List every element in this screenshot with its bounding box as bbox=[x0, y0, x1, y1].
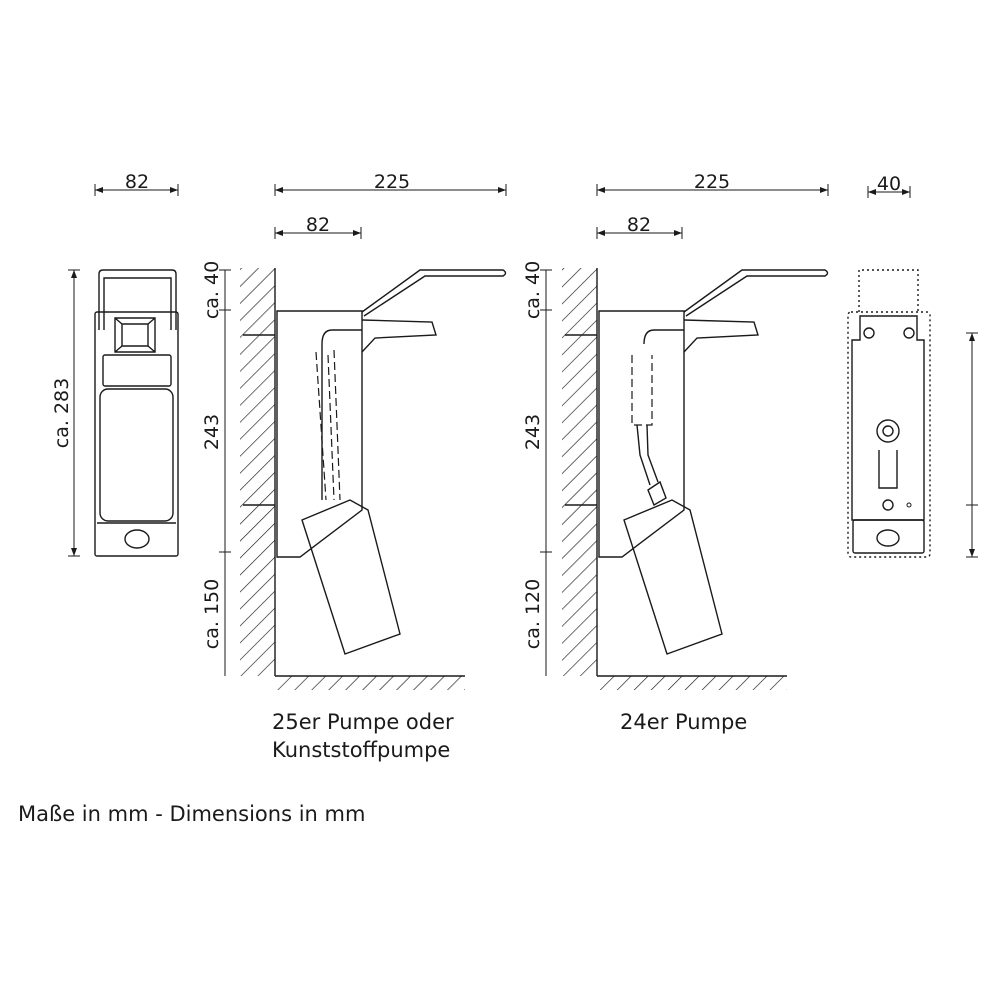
bottom-clearance-label: ca. 150 bbox=[201, 579, 223, 649]
body-width-label: 82 bbox=[627, 214, 651, 236]
top-clearance-label: ca. 40 bbox=[201, 261, 223, 319]
caption-24er: 24er Pumpe bbox=[620, 710, 747, 734]
back-view: 40 bbox=[847, 173, 978, 558]
side-view-24er-pump: 225 82 ca. 40 243 ca. 120 bbox=[522, 171, 829, 690]
body-height-label: 243 bbox=[522, 414, 544, 450]
side-view-25er-pump: 225 82 ca. 40 243 ca. 150 bbox=[201, 171, 507, 690]
caption-25er-line1: 25er Pumpe oder bbox=[272, 710, 454, 734]
front-width-label: 82 bbox=[125, 171, 149, 193]
body-height-label: 243 bbox=[201, 414, 223, 450]
wall-hatch bbox=[240, 268, 275, 676]
body-width-label: 82 bbox=[306, 214, 330, 236]
front-height-label: ca. 283 bbox=[51, 378, 73, 448]
total-width-label: 225 bbox=[374, 171, 410, 193]
depth-label: 40 bbox=[877, 173, 901, 195]
dimensions-note: Maße in mm - Dimensions in mm bbox=[18, 802, 365, 826]
front-view: 82 ca. 283 bbox=[51, 171, 179, 557]
caption-25er-line2: Kunststoffpumpe bbox=[272, 738, 450, 762]
total-width-label: 225 bbox=[694, 171, 730, 193]
bottle bbox=[301, 499, 401, 655]
top-clearance-label: ca. 40 bbox=[522, 261, 544, 319]
bottom-clearance-label: ca. 120 bbox=[522, 579, 544, 649]
